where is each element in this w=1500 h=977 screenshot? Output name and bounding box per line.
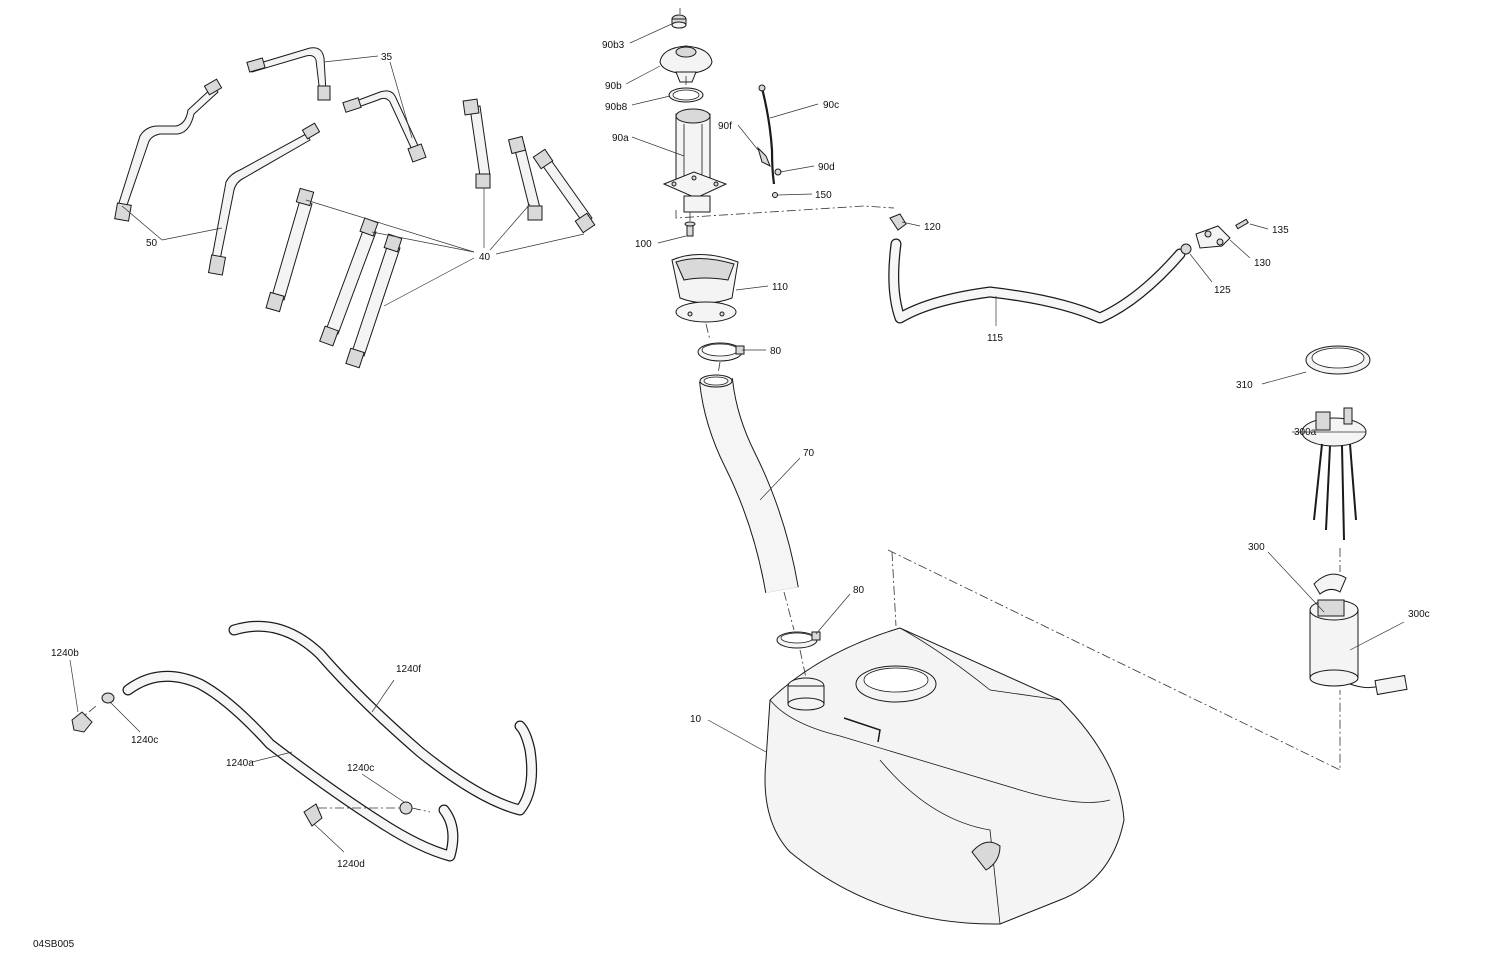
strap-35-b	[342, 90, 427, 163]
callout-110: 110	[772, 282, 788, 293]
strap-40-f	[532, 148, 596, 234]
filler-funnel-110	[671, 253, 739, 323]
strap-50-b	[207, 122, 321, 276]
callout-310: 310	[1236, 380, 1253, 391]
callout-1240c-center: 1240c	[347, 763, 374, 774]
callout-125: 125	[1214, 285, 1231, 296]
screw-150	[772, 192, 778, 198]
callout-300a: 300a	[1294, 427, 1317, 438]
clamp-80-upper	[697, 342, 745, 362]
screw-100	[684, 221, 696, 237]
valve-130	[1195, 225, 1231, 249]
fuel-tank-10	[764, 627, 1125, 925]
callout-1240f: 1240f	[396, 664, 421, 675]
callout-300: 300	[1248, 542, 1265, 553]
ring-310	[1305, 345, 1371, 375]
clamp-1240c-center	[399, 801, 413, 815]
strap-40-b	[319, 217, 379, 347]
callout-35: 35	[381, 52, 393, 63]
strap-40-a	[265, 187, 315, 313]
elbow-120	[889, 213, 907, 231]
diagram-code: 04SB005	[33, 939, 75, 950]
callout-90c: 90c	[823, 100, 839, 111]
callout-90b3: 90b3	[602, 40, 625, 51]
strap-40-c	[345, 233, 403, 369]
cap-plug-90b3	[671, 14, 687, 29]
callout-150: 150	[815, 190, 832, 201]
filler-neck-90a	[662, 108, 728, 213]
callout-90f: 90f	[718, 121, 732, 132]
alignment-lines	[83, 8, 1341, 813]
fuel-cap-90b	[659, 45, 713, 83]
callout-50: 50	[146, 238, 158, 249]
callout-130: 130	[1254, 258, 1271, 269]
clip-90f	[756, 146, 771, 168]
fuel-pump-300	[1309, 573, 1408, 696]
strap-40-e	[507, 135, 543, 221]
clamp-1240c-left	[101, 692, 115, 704]
callout-labels: 35 50 40 90b3 90b 90b8 90a 90f 90c 90d 1…	[33, 40, 1430, 950]
strap-35-a	[246, 47, 331, 101]
hose-1240a	[122, 670, 459, 862]
filler-hose-70	[699, 374, 799, 593]
callout-1240a: 1240a	[226, 758, 254, 769]
leader-lines	[69, 21, 1405, 853]
callout-100: 100	[635, 239, 652, 250]
gasket-90b8	[668, 87, 704, 103]
callout-70: 70	[803, 448, 815, 459]
callout-40: 40	[479, 252, 491, 263]
strap-40-d	[462, 98, 491, 189]
valve-1240d	[303, 803, 323, 827]
callout-115: 115	[987, 333, 1003, 344]
tether-90c	[758, 84, 776, 185]
callout-120: 120	[924, 222, 941, 233]
strap-50-a	[114, 78, 223, 222]
callout-90d: 90d	[818, 162, 835, 173]
callout-10: 10	[690, 714, 702, 725]
elbow-1240b	[71, 711, 93, 733]
hose-1240f	[228, 620, 538, 816]
callout-135: 135	[1272, 225, 1289, 236]
vent-hose-115	[888, 238, 1186, 324]
callout-1240d: 1240d	[337, 859, 365, 870]
callout-80-lower: 80	[853, 585, 865, 596]
callout-90a: 90a	[612, 133, 629, 144]
callout-300c: 300c	[1408, 609, 1430, 620]
callout-90b8: 90b8	[605, 102, 628, 113]
clamp-80-lower	[776, 631, 821, 649]
screw-135	[1235, 218, 1249, 230]
callout-90b: 90b	[605, 81, 622, 92]
callout-1240b: 1240b	[51, 648, 79, 659]
callout-80-upper: 80	[770, 346, 782, 357]
callout-1240c-left: 1240c	[131, 735, 158, 746]
fitting-125	[1180, 243, 1192, 255]
